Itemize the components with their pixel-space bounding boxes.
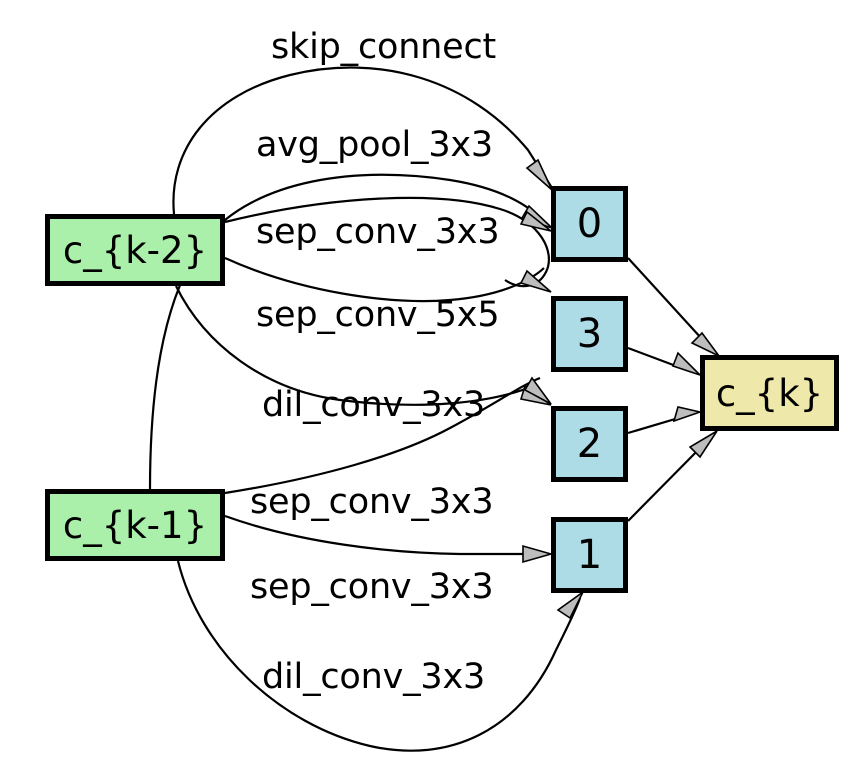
node-input-c-k-minus-1-label: c_{k-1} (62, 503, 208, 547)
node-output-c-k-label: c_{k} (715, 371, 824, 415)
edge-node0-to-output (627, 257, 720, 357)
node-input-c-k-minus-2-label: c_{k-2} (62, 228, 208, 272)
node-op-0-label: 0 (576, 201, 603, 247)
edge-label-skip-connect: skip_connect (271, 27, 497, 67)
edge-node2-to-output (627, 406, 703, 435)
node-input-c-k-minus-2[interactable]: c_{k-2} (45, 214, 225, 286)
edge-sep-conv-3x3-c (224, 514, 554, 564)
edge-label-sep-conv-3x3-c: sep_conv_3x3 (250, 567, 494, 607)
edge-label-sep-conv-5x5: sep_conv_5x5 (256, 295, 500, 335)
node-op-3-label: 3 (576, 311, 603, 357)
node-input-c-k-minus-1[interactable]: c_{k-1} (45, 489, 225, 561)
node-op-2-label: 2 (576, 421, 603, 467)
edge-label-dil-conv-3x3-b: dil_conv_3x3 (262, 657, 486, 697)
edge-node3-to-output (627, 346, 701, 376)
edge-skip-connect (172, 66, 553, 215)
edge-node1-to-output (627, 430, 718, 522)
node-op-1-label: 1 (576, 532, 603, 578)
edge-dil-conv-3x3-b (176, 560, 584, 752)
node-op-0[interactable]: 0 (551, 186, 628, 262)
edge-label-dil-conv-3x3-a: dil_conv_3x3 (262, 385, 486, 425)
node-output-c-k[interactable]: c_{k} (700, 355, 839, 431)
node-op-1[interactable]: 1 (551, 517, 628, 593)
edge-label-avg-pool-3x3: avg_pool_3x3 (256, 125, 493, 165)
edge-sep-conv-3x3-b (224, 376, 552, 495)
node-op-3[interactable]: 3 (551, 296, 628, 372)
edge-sep-conv-5x5 (224, 256, 552, 303)
node-op-2[interactable]: 2 (551, 406, 628, 482)
edge-label-sep-conv-3x3-a: sep_conv_3x3 (256, 212, 500, 252)
edge-label-sep-conv-3x3-b: sep_conv_3x3 (250, 482, 494, 522)
